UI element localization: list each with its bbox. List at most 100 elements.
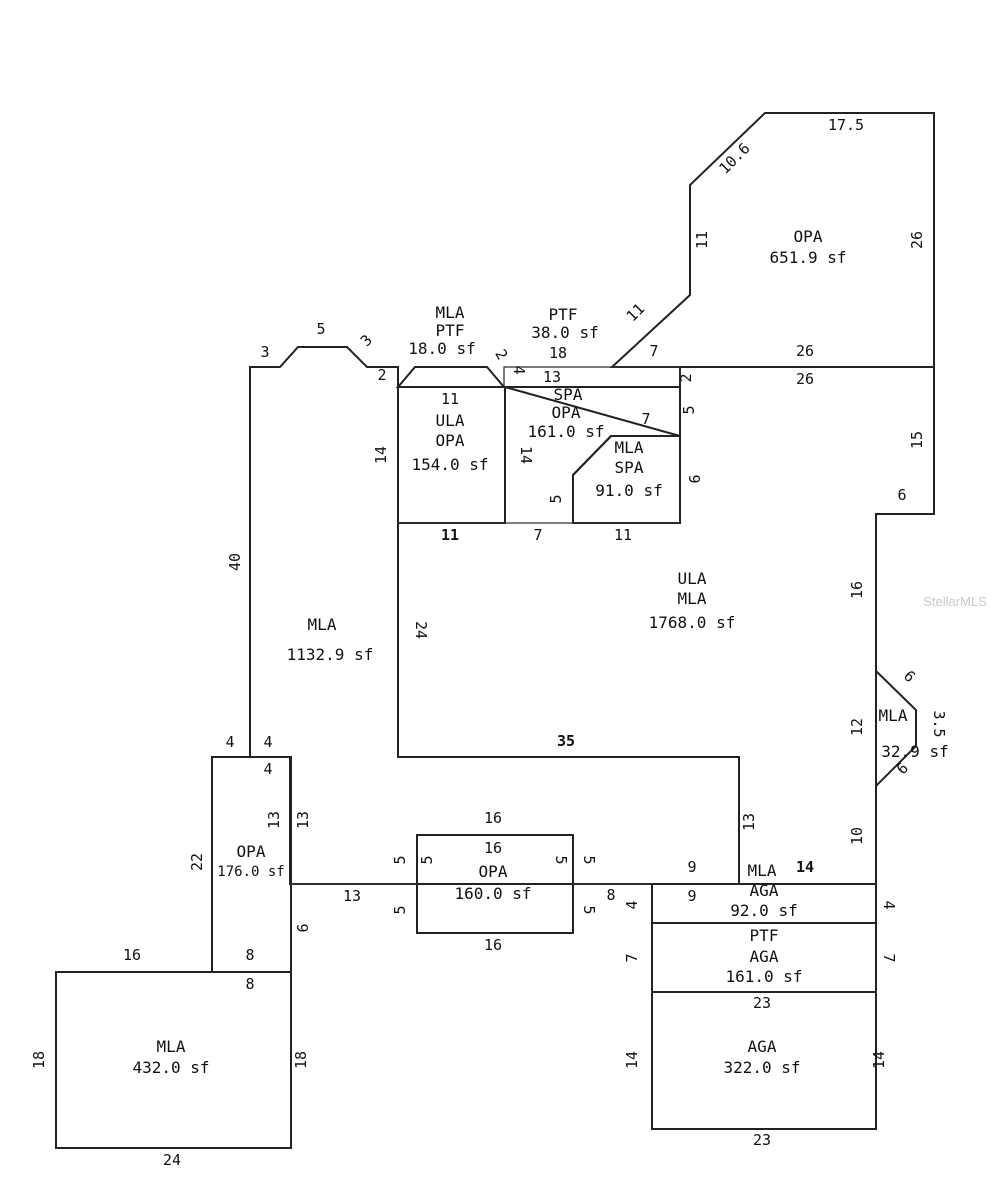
dim-label: 14 — [517, 446, 535, 464]
mla-spa-code1: MLA — [615, 438, 644, 457]
dim-label: 9 — [687, 858, 696, 876]
opa-top-sf: 651.9 sf — [769, 248, 846, 267]
dim-label: 23 — [753, 994, 771, 1012]
dim-label: 16 — [484, 936, 502, 954]
dim-label: 4 — [510, 365, 528, 374]
ptf-area — [503, 366, 681, 388]
dim-label: 7 — [533, 526, 542, 544]
dim-label: 5 — [391, 855, 409, 864]
dim-label: 4 — [623, 900, 641, 909]
dim-label: 13 — [294, 811, 312, 829]
dim-label: 3.5 — [930, 710, 948, 737]
dim-label: 18 — [292, 1051, 310, 1069]
ula-mla-code1: ULA — [678, 569, 707, 588]
dim-label: 11 — [441, 526, 459, 544]
spa-opa-code2: OPA — [552, 403, 581, 422]
dim-label: 12 — [848, 718, 866, 736]
ula-opa-code1: ULA — [436, 411, 465, 430]
dim-label: 2 — [377, 366, 386, 384]
mla-ptf-code1: MLA — [436, 303, 465, 322]
opa-top-area — [609, 112, 935, 368]
dim-label: 8 — [245, 946, 254, 964]
ula-opa-code2: OPA — [436, 431, 465, 450]
dim-label: 13 — [740, 813, 758, 831]
dim-label: 9 — [685, 474, 703, 483]
ula-mla-wall — [397, 523, 740, 884]
ula-opa-sf: 154.0 sf — [411, 455, 488, 474]
dim-label: 24 — [163, 1151, 181, 1169]
opa-left-code: OPA — [237, 842, 266, 861]
dim-label: 40 — [226, 553, 244, 571]
dim-label: 16 — [484, 839, 502, 857]
dim-label: 5 — [391, 905, 409, 914]
spa-opa-code1: SPA — [554, 385, 583, 404]
opa-mid-code: OPA — [479, 862, 508, 881]
dim-label: 5 — [547, 494, 565, 503]
dim-label: 11 — [693, 231, 711, 249]
dim-label: 14 — [870, 1051, 888, 1069]
dim-label: 7 — [623, 953, 641, 962]
dim-label: 4 — [880, 900, 898, 909]
ptf-sf: 38.0 sf — [531, 323, 598, 342]
dim-label: 26 — [908, 231, 926, 249]
mla-bay-code: MLA — [879, 706, 908, 725]
dim-label: 5 — [316, 320, 325, 338]
dim-label: 5 — [418, 855, 436, 864]
dim-label: 16 — [123, 946, 141, 964]
dim-label: 4 — [225, 733, 234, 751]
mla-aga-sf: 92.0 sf — [730, 901, 797, 920]
dim-label: 6 — [893, 759, 912, 778]
ula-mla-sf: 1768.0 sf — [649, 613, 736, 632]
mla-ptf-sf: 18.0 sf — [408, 339, 475, 358]
mla-bay-sf: 32.9 sf — [881, 742, 948, 761]
dim-label: 7 — [880, 953, 898, 962]
aga-sf: 322.0 sf — [723, 1058, 800, 1077]
ptf-aga-sf: 161.0 sf — [725, 967, 802, 986]
mla-bottom-sf: 432.0 sf — [132, 1058, 209, 1077]
dim-label: 2 — [677, 373, 695, 382]
dim-label: 14 — [623, 1051, 641, 1069]
dim-label: 11 — [441, 390, 459, 408]
dim-label: 4 — [263, 733, 272, 751]
mla-spa-sf: 91.0 sf — [595, 481, 662, 500]
dim-label: 11 — [614, 526, 632, 544]
dim-label: 26 — [796, 370, 814, 388]
dim-label: 13 — [343, 887, 361, 905]
dim-label: 7 — [649, 342, 658, 360]
watermark: StellarMLS — [923, 594, 987, 609]
ptf-aga-code2: AGA — [750, 947, 779, 966]
dim-label: 16 — [484, 809, 502, 827]
dim-label: 4 — [263, 760, 272, 778]
dim-label: 23 — [753, 1131, 771, 1149]
dim-label: 15 — [908, 431, 926, 449]
dim-label: 6 — [900, 667, 919, 686]
dim-label: 5 — [580, 855, 598, 864]
dim-label: 8 — [606, 886, 615, 904]
opa-left-sf: 176.0 sf — [217, 864, 284, 880]
dim-label: 5 — [552, 855, 570, 864]
mla-left-sf: 1132.9 sf — [287, 645, 374, 664]
mla-left-code: MLA — [308, 615, 337, 634]
dim-label: 35 — [557, 732, 575, 750]
mla-aga-code1: MLA — [748, 861, 777, 880]
dim-label: 3 — [260, 343, 269, 361]
dim-label: 14 — [796, 858, 814, 876]
dim-label: 6 — [897, 486, 906, 504]
dim-label: 11 — [623, 300, 649, 326]
aga-area — [651, 991, 877, 1130]
dim-label: 18 — [549, 344, 567, 362]
mla-spa-area — [572, 435, 681, 524]
dim-label: 7 — [641, 410, 650, 428]
opa-top-code: OPA — [794, 227, 823, 246]
dim-label: 22 — [188, 853, 206, 871]
dim-label: 17.5 — [828, 116, 864, 134]
mla-bottom-area — [55, 971, 292, 1149]
ula-mla-code2: MLA — [678, 589, 707, 608]
dim-label: 9 — [293, 923, 311, 932]
mla-aga-code2: AGA — [750, 881, 779, 900]
ptf-aga-code1: PTF — [750, 926, 779, 945]
dim-label: 14 — [372, 446, 390, 464]
dim-label: 16 — [848, 581, 866, 599]
dim-label: 13 — [265, 811, 283, 829]
